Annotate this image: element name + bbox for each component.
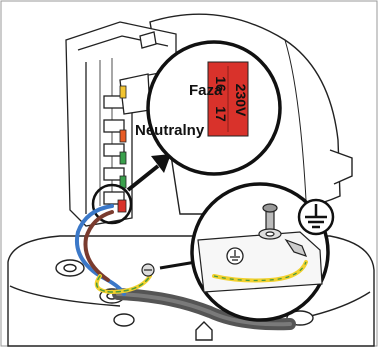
green-tab [119, 151, 127, 165]
yellow-tab [119, 85, 127, 99]
ground-screw-detail [258, 203, 308, 257]
terminal-number-neutral: 17 [213, 106, 229, 122]
phase-wire [83, 210, 114, 282]
phase-label: Faza [189, 82, 223, 99]
neutral-wire [75, 204, 126, 296]
terminal-block-assembly [65, 21, 177, 227]
voltage-label: 230V [233, 84, 249, 117]
zoom-arrow [126, 154, 171, 192]
terminal-number-phase: 16 [213, 76, 229, 92]
ground-screw [141, 263, 155, 277]
ground-callout [190, 182, 330, 322]
terminal-zoom-circle [91, 183, 133, 225]
ground-callout-pointer [159, 260, 197, 270]
terminal-callout: Faza Neutralny 16 17 230V [135, 40, 282, 176]
earth-ground-icon [297, 198, 335, 236]
terminal-highlight [117, 199, 127, 213]
wire-bundle [75, 204, 152, 296]
orange-tab [119, 129, 127, 143]
earth-ground-small-icon [226, 247, 244, 265]
neutral-label: Neutralny [135, 122, 205, 139]
